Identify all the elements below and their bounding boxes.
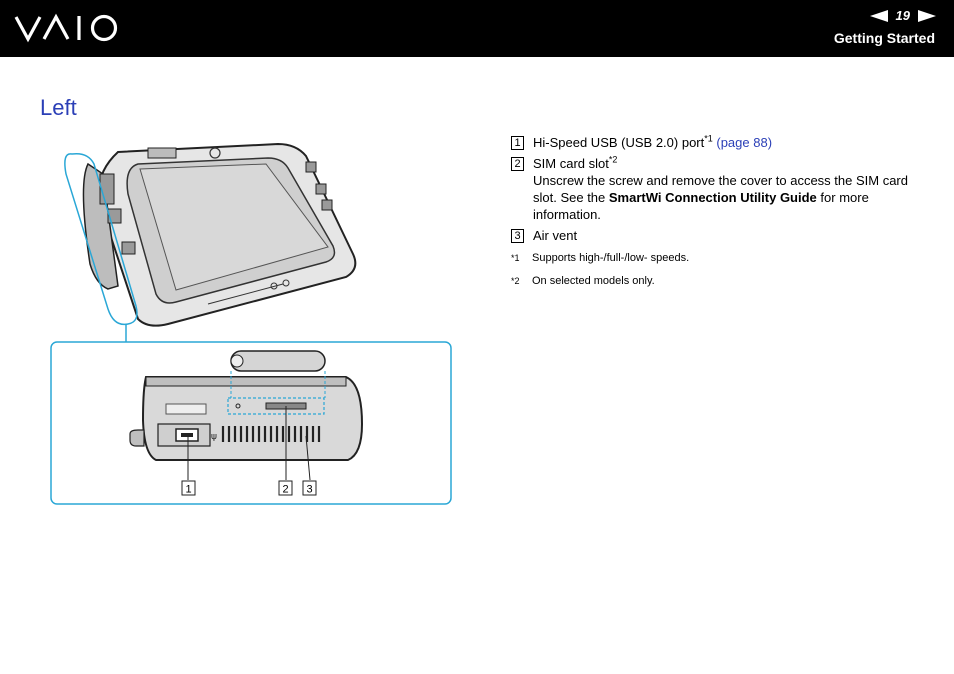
callout-highlight	[64, 152, 138, 326]
svg-text:2: 2	[282, 484, 288, 496]
callout-2: 2	[278, 480, 293, 496]
section-title: Getting Started	[833, 30, 935, 46]
list-item: 2 SIM card slot*2 Unscrew the screw and …	[511, 155, 921, 223]
callout-3: 3	[302, 480, 317, 496]
svg-text:3: 3	[306, 484, 312, 496]
item-number: 2	[511, 157, 524, 171]
page-number: 19	[895, 8, 910, 23]
callout-1: 1	[181, 480, 196, 496]
item-description: Unscrew the screw and remove the cover t…	[533, 173, 908, 222]
footnote: *1 Supports high-/full-/low- speeds.	[511, 250, 921, 267]
next-page-arrow-icon[interactable]	[918, 9, 936, 22]
footnote-text: Supports high-/full-/low- speeds.	[532, 252, 690, 264]
item-number: 3	[511, 229, 524, 243]
list-item: 3 Air vent	[511, 227, 921, 244]
item-number: 1	[511, 136, 524, 150]
list-item: 1 Hi-Speed USB (USB 2.0) port*1 (page 88…	[511, 134, 921, 151]
left-side-illustration: ψ 1 2	[50, 142, 452, 505]
vaio-logo	[14, 13, 118, 43]
page-nav: 19	[869, 8, 936, 23]
item-label: SIM card slot	[533, 156, 609, 171]
previous-page-arrow-icon[interactable]	[869, 9, 888, 22]
device-top-view	[82, 142, 357, 327]
footnote-ref: *1	[704, 133, 713, 144]
device-side-view: ψ	[129, 350, 364, 461]
footnote-mark: *1	[511, 253, 520, 263]
item-label: Hi-Speed USB (USB 2.0) port	[533, 135, 705, 150]
page-title: Left	[40, 95, 77, 120]
footnote: *2 On selected models only.	[511, 273, 921, 290]
svg-text:1: 1	[185, 484, 191, 496]
page-header: 19 Getting Started	[0, 0, 954, 57]
footnote-mark: *2	[511, 276, 520, 286]
guide-name: SmartWi Connection Utility Guide	[608, 190, 817, 205]
footnote-text: On selected models only.	[532, 275, 655, 287]
footnote-ref: *2	[608, 154, 618, 165]
svg-text:ψ: ψ	[211, 432, 217, 442]
page-link[interactable]: (page 88)	[716, 135, 773, 150]
port-list: 1 Hi-Speed USB (USB 2.0) port*1 (page 88…	[511, 134, 921, 290]
item-label: Air vent	[533, 228, 578, 243]
